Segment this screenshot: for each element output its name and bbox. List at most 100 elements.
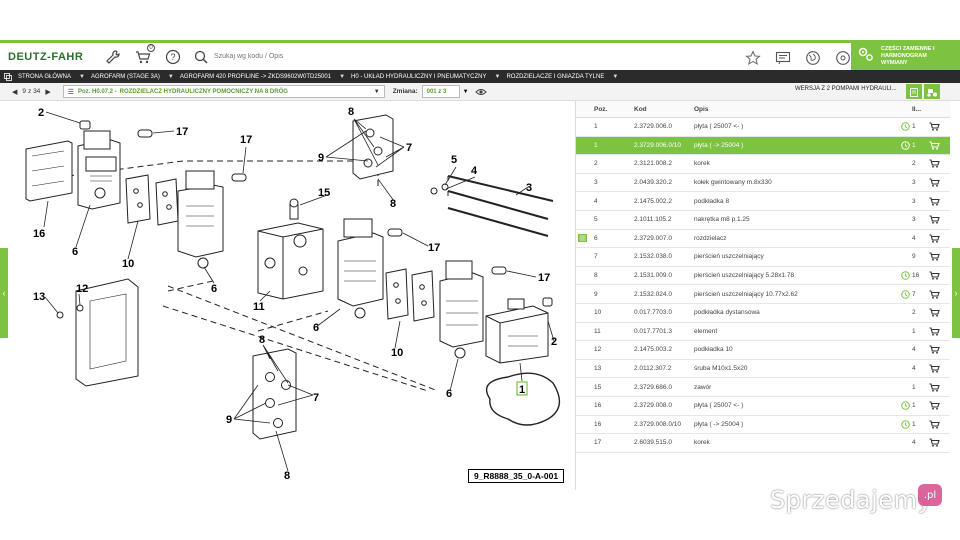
previous-page-button[interactable]: ◀	[12, 88, 18, 96]
header-poz[interactable]: Poz.	[594, 105, 608, 113]
revision-select[interactable]: 001 z 3	[421, 85, 460, 98]
add-to-cart-icon[interactable]	[924, 234, 944, 243]
breadcrumb-item-series[interactable]: AGROFARM (STAGE 3A)	[90, 73, 160, 80]
add-to-cart-icon[interactable]	[924, 252, 944, 262]
add-to-cart-icon[interactable]	[924, 308, 944, 317]
cell-poz: 1	[594, 123, 598, 131]
cart-icon[interactable]: 0	[130, 43, 156, 70]
cell-poz: 1	[594, 141, 598, 149]
info-icon[interactable]	[894, 122, 910, 132]
add-to-cart-icon[interactable]	[924, 420, 944, 429]
breadcrumb-item-home[interactable]: STRONA GŁÓWNA	[18, 73, 72, 80]
spare-parts-schedule-button[interactable]: CZĘŚCI ZAMIENNE I HARMONOGRAM WYMIANY	[851, 40, 960, 73]
parts-table: Poz. Kod Opis Il... 1 2.3729.006.0 płyta (…	[575, 101, 950, 490]
page-current[interactable]: 9	[22, 88, 27, 95]
add-to-cart-icon[interactable]	[924, 290, 944, 299]
add-to-cart-icon[interactable]	[924, 401, 944, 410]
info-icon[interactable]	[894, 401, 910, 411]
add-to-cart-icon[interactable]	[924, 122, 944, 131]
copy-icon[interactable]	[4, 72, 12, 81]
previous-image-button[interactable]: ‹	[0, 248, 8, 338]
svg-text:12: 12	[76, 283, 88, 295]
add-to-cart-icon[interactable]	[924, 383, 944, 392]
add-to-cart-icon[interactable]	[924, 327, 944, 336]
section-select[interactable]: ☰ Poz. H0.07.2 - ROZDZIELACZ HYDRAULICZN…	[62, 85, 385, 98]
info-icon[interactable]	[894, 141, 910, 150]
add-to-cart-icon[interactable]	[924, 364, 944, 373]
search-input[interactable]	[214, 53, 514, 60]
chevron-down-icon[interactable]: ▼	[462, 88, 469, 95]
add-to-cart-icon[interactable]	[924, 141, 944, 150]
add-to-cart-icon[interactable]	[924, 438, 944, 448]
settings-icon[interactable]	[830, 45, 856, 71]
star-icon[interactable]	[740, 45, 766, 71]
info-icon[interactable]	[894, 419, 910, 429]
header-kod[interactable]: Kod	[634, 105, 647, 113]
chevron-down-icon[interactable]: ▼	[339, 73, 346, 80]
header-opis[interactable]: Opis	[694, 105, 709, 113]
breadcrumb-item-subgroup[interactable]: ROZDZIELACZE I GNIAZDA TYLNE	[506, 73, 605, 80]
cell-kod: 2.3729.007.0	[634, 234, 672, 242]
info-icon[interactable]	[894, 289, 910, 299]
cell-il: 1	[912, 123, 916, 131]
cell-kod: 0.017.7703.0	[634, 309, 672, 317]
add-to-cart-icon[interactable]	[924, 197, 944, 206]
svg-text:8: 8	[390, 198, 396, 210]
cell-il: 2	[912, 309, 916, 317]
clipboard-cart-button[interactable]	[906, 84, 922, 99]
cell-opis: płyta ( -> 25004 )	[694, 420, 744, 428]
next-image-button[interactable]: ›	[952, 248, 960, 338]
eye-icon[interactable]	[474, 87, 487, 97]
chevron-down-icon[interactable]: ▼	[494, 73, 501, 80]
breadcrumb-item-model[interactable]: AGROFARM 420 PROFILINE -> ZKDS9602W0TD25…	[179, 73, 332, 80]
chevron-down-icon[interactable]: ▼	[167, 73, 174, 80]
globe-icon[interactable]	[800, 45, 826, 71]
chevron-down-icon[interactable]: ▼	[612, 73, 619, 80]
breadcrumb-item-group[interactable]: H0 - UKŁAD HYDRAULICZNY I PNEUMATYCZNY	[351, 73, 487, 80]
page-pager: ◀ 9 z 34 ▶	[12, 88, 51, 96]
header-il[interactable]: Il...	[912, 105, 922, 113]
info-icon[interactable]	[894, 271, 910, 280]
cell-poz: 9	[594, 290, 598, 298]
cell-kod: 2.1011.105.2	[634, 216, 672, 224]
version-label: WERSJA Z 2 POMPAMI HYDRAULI...	[795, 86, 897, 92]
exploded-parts-diagram[interactable]: 2 17 17 8 9 7 8 5 4 3 15 16 6 10 6 11 17…	[8, 101, 573, 490]
cell-kod: 2.3729.006.0	[634, 123, 672, 131]
next-page-button[interactable]: ▶	[45, 88, 51, 96]
add-to-cart-icon[interactable]	[924, 345, 944, 355]
chevron-down-icon[interactable]: ▼	[79, 73, 85, 80]
message-icon[interactable]	[770, 45, 796, 71]
svg-text:10: 10	[122, 258, 134, 270]
add-to-cart-icon[interactable]	[924, 159, 944, 169]
cell-poz: 5	[594, 216, 598, 224]
add-to-cart-icon[interactable]	[924, 271, 944, 280]
help-icon[interactable]: ?	[160, 44, 186, 70]
cell-kod: 2.1475.003.2	[634, 346, 672, 354]
add-to-cart-icon[interactable]	[924, 215, 944, 224]
search-icon[interactable]	[194, 50, 208, 64]
tractor-button[interactable]	[924, 84, 940, 99]
section-prefix: Poz. H0.07.2 -	[77, 88, 117, 95]
brand-logo[interactable]: DEUTZ-FAHR	[8, 50, 84, 63]
wrench-icon[interactable]	[100, 44, 126, 70]
list-icon[interactable]	[578, 233, 587, 244]
add-to-cart-icon[interactable]	[924, 178, 944, 187]
